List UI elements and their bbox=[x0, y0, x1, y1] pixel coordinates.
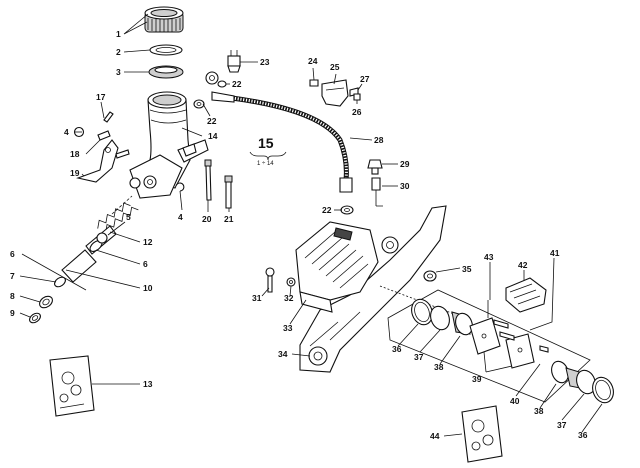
callout-4: 4 bbox=[178, 212, 183, 222]
callout-26: 26 bbox=[352, 107, 362, 117]
callout-40: 40 bbox=[510, 396, 520, 406]
assembly-range: 1 ÷ 14 bbox=[257, 161, 274, 167]
caliper-body bbox=[295, 221, 379, 313]
pivot-bolt bbox=[97, 130, 111, 141]
washer-8 bbox=[39, 295, 53, 309]
callout-31: 31 bbox=[252, 293, 262, 303]
callout-18: 18 bbox=[70, 149, 80, 159]
banjo-bolt bbox=[204, 159, 212, 201]
callout-13: 13 bbox=[143, 379, 153, 389]
bleed-screw bbox=[224, 175, 233, 209]
callout-28: 28 bbox=[374, 135, 384, 145]
callout-1: 1 bbox=[116, 29, 121, 39]
callout-27: 27 bbox=[360, 74, 370, 84]
callout-10: 10 bbox=[143, 283, 153, 293]
dust-seal bbox=[592, 376, 614, 404]
callout-21: 21 bbox=[224, 214, 234, 224]
copper-washer bbox=[193, 99, 205, 109]
callout-36: 36 bbox=[392, 344, 402, 354]
callout-37: 37 bbox=[414, 352, 424, 362]
piston-seal bbox=[430, 305, 450, 331]
callout-2: 2 bbox=[116, 47, 121, 57]
callout-9: 9 bbox=[10, 308, 15, 318]
dust-seal bbox=[411, 298, 433, 326]
leader-lines bbox=[19, 13, 603, 437]
diaphragm bbox=[149, 44, 183, 56]
callout-7: 7 bbox=[10, 271, 15, 281]
callout-38: 38 bbox=[534, 406, 544, 416]
callout-34: 34 bbox=[278, 349, 288, 359]
assembly-reference: 15 1 ÷ 14 bbox=[249, 135, 287, 167]
callout-29: 29 bbox=[400, 159, 410, 169]
anti-rattle-spring bbox=[505, 277, 547, 313]
reservoir-cap bbox=[144, 6, 184, 33]
bleed-nipple bbox=[371, 177, 383, 207]
callout-36: 36 bbox=[578, 430, 588, 440]
callout-8: 8 bbox=[10, 291, 15, 301]
brake-pad bbox=[505, 333, 535, 369]
callout-25: 25 bbox=[330, 62, 340, 72]
copper-washer bbox=[340, 205, 354, 215]
callout-39: 39 bbox=[472, 374, 482, 384]
callout-17: 17 bbox=[96, 92, 106, 102]
master-cylinder-body bbox=[129, 91, 209, 199]
callout-22: 22 bbox=[207, 116, 217, 126]
callout-22: 22 bbox=[322, 205, 332, 215]
callout-19: 19 bbox=[70, 168, 80, 178]
seal-kit-bag-13 bbox=[49, 355, 95, 417]
caliper-plug bbox=[423, 270, 437, 282]
hose-fitting bbox=[367, 159, 383, 175]
callout-38: 38 bbox=[434, 362, 444, 372]
brake-light-switch bbox=[227, 50, 241, 73]
callout-33: 33 bbox=[283, 323, 293, 333]
hose-clip-group bbox=[309, 79, 361, 107]
adjust-screw bbox=[103, 111, 114, 123]
copper-washer bbox=[217, 80, 227, 88]
master-piston-kit bbox=[29, 202, 139, 324]
seal-kit-bag-44 bbox=[461, 405, 503, 463]
callout-24: 24 bbox=[308, 56, 318, 66]
callout-43: 43 bbox=[484, 252, 494, 262]
callout-42: 42 bbox=[518, 260, 528, 270]
callout-44: 44 bbox=[430, 431, 440, 441]
callout-37: 37 bbox=[557, 420, 567, 430]
brake-lever bbox=[76, 139, 119, 183]
callout-labels: 1 2 3 4 4 6 6 7 8 9 10 12 13 14 17 18 19… bbox=[10, 29, 588, 441]
callout-32: 32 bbox=[284, 293, 294, 303]
brake-hose bbox=[205, 71, 353, 193]
caliper-washer bbox=[286, 277, 296, 287]
callout-22: 22 bbox=[232, 79, 242, 89]
callout-5: 5 bbox=[126, 212, 131, 222]
callout-30: 30 bbox=[400, 181, 410, 191]
callout-20: 20 bbox=[202, 214, 212, 224]
callout-14: 14 bbox=[208, 131, 218, 141]
callout-6: 6 bbox=[143, 259, 148, 269]
callout-41: 41 bbox=[550, 248, 560, 258]
brake-pad bbox=[469, 317, 501, 355]
assembly-number: 15 bbox=[258, 135, 274, 151]
master-cylinder-group bbox=[73, 6, 233, 209]
float-ring bbox=[148, 65, 184, 79]
circlip bbox=[175, 182, 185, 192]
callout-23: 23 bbox=[260, 57, 270, 67]
callout-3: 3 bbox=[116, 67, 121, 77]
caliper-bolt bbox=[265, 267, 275, 293]
circlip-9 bbox=[29, 312, 41, 324]
callout-35: 35 bbox=[462, 264, 472, 274]
callout-4: 4 bbox=[64, 127, 69, 137]
callout-6: 6 bbox=[10, 249, 15, 259]
callout-12: 12 bbox=[143, 237, 153, 247]
